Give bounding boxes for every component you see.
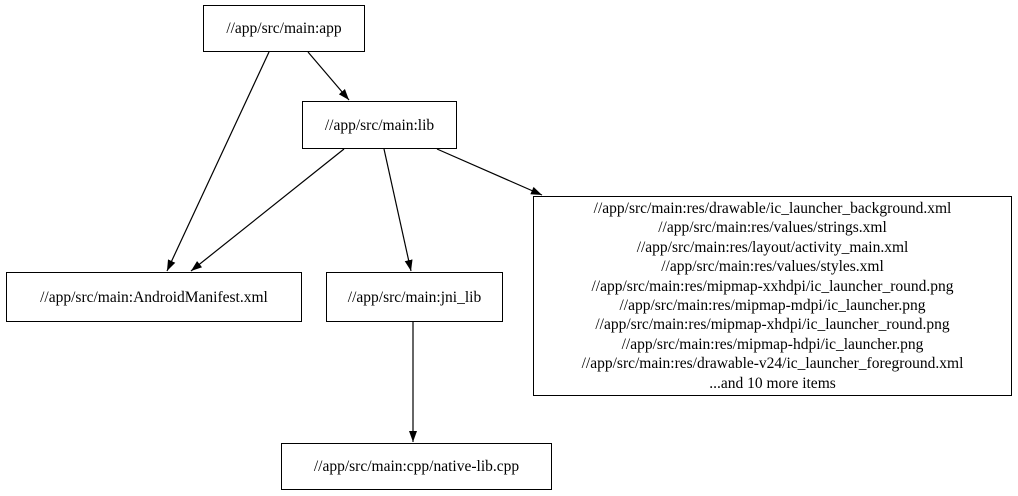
edge-app-to-manifest (166, 51, 270, 272)
resources-more-items: ...and 10 more items (709, 374, 836, 392)
node-resources-group: //app/src/main:res/drawable/ic_launcher_… (533, 196, 1012, 396)
edge-lib-to-manifest (190, 148, 345, 272)
node-native-lib-label: //app/src/main:cpp/native-lib.cpp (313, 458, 520, 475)
node-app-target: //app/src/main:app (203, 5, 365, 52)
resources-item: //app/src/main:res/layout/activity_main.… (636, 238, 909, 256)
node-jni-lib: //app/src/main:jni_lib (326, 272, 503, 322)
resources-item: //app/src/main:res/drawable-v24/ic_launc… (581, 355, 964, 373)
node-lib-label: //app/src/main:lib (324, 116, 435, 134)
node-lib-target: //app/src/main:lib (302, 101, 457, 149)
resources-item: //app/src/main:res/values/styles.xml (661, 258, 884, 276)
resources-item: //app/src/main:res/mipmap-hdpi/ic_launch… (621, 335, 924, 353)
node-app-label: //app/src/main:app (226, 20, 342, 37)
edge-lib-to-resources (436, 148, 543, 196)
node-jni-lib-label: //app/src/main:jni_lib (347, 288, 482, 306)
resources-item: //app/src/main:res/mipmap-xhdpi/ic_launc… (595, 316, 950, 334)
node-android-manifest: //app/src/main:AndroidManifest.xml (6, 272, 302, 322)
resources-item: //app/src/main:res/drawable/ic_launcher_… (593, 199, 952, 217)
node-native-lib-cpp: //app/src/main:cpp/native-lib.cpp (281, 443, 552, 490)
resources-item: //app/src/main:res/mipmap-mdpi/ic_launch… (619, 297, 926, 314)
edge-lib-to-jni-lib (383, 148, 413, 272)
node-android-manifest-label: //app/src/main:AndroidManifest.xml (40, 288, 268, 306)
resources-item: //app/src/main:res/values/strings.xml (658, 219, 887, 237)
resources-item: //app/src/main:res/mipmap-xxhdpi/ic_laun… (591, 277, 954, 295)
edge-app-to-lib (307, 51, 350, 101)
